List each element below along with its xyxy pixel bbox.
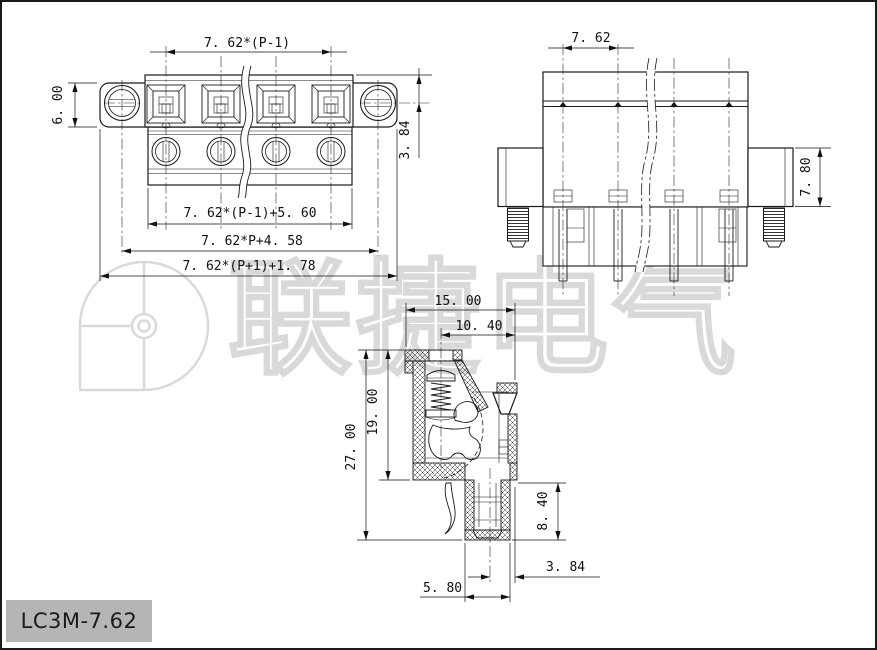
- threaded-studs: [507, 207, 785, 248]
- rear-dimensions: 7. 62 7. 80: [548, 31, 831, 207]
- model-number: LC3M-7.62: [20, 609, 138, 633]
- pin-socket: [474, 483, 501, 527]
- dim-inner-width: 10. 40: [456, 319, 503, 334]
- centerlines: [562, 44, 730, 296]
- break-line: [237, 65, 254, 199]
- wire-clamp-contact: [428, 397, 484, 535]
- section-view: 15. 00 10. 40 19. 00 27. 00 8. 40: [344, 294, 600, 602]
- section-dimensions: 15. 00 10. 40 19. 00 27. 00 8. 40: [344, 294, 600, 602]
- dim-pin-to-edge: 3. 84: [546, 560, 585, 575]
- dim-flange-height: 7. 80: [799, 157, 814, 196]
- front-view: 7. 62*(P-1) 6. 00 3. 84 7. 62*(P-1)+5. 6…: [51, 36, 432, 281]
- wire-clamp-screws: [151, 137, 346, 166]
- dim-ear-height: 6. 00: [51, 85, 66, 124]
- dim-body-length: 7. 62*(P-1)+5. 60: [183, 206, 316, 221]
- solder-pins: [558, 209, 734, 282]
- dim-overall-length: 7. 62*(P+1)+1. 78: [182, 259, 315, 274]
- dim-leg-width: 5. 80: [423, 581, 462, 596]
- dim-body-height: 19. 00: [366, 389, 381, 436]
- dim-top-offset: 3. 84: [398, 120, 413, 159]
- title-block: LC3M-7.62: [6, 600, 152, 642]
- dim-overall-width: 15. 00: [435, 294, 482, 309]
- rear-view: 7. 62 7. 80: [497, 31, 831, 296]
- centerlines: [104, 46, 432, 256]
- break-line: [634, 57, 658, 273]
- front-dimensions: 7. 62*(P-1) 6. 00 3. 84 7. 62*(P-1)+5. 6…: [51, 36, 432, 281]
- dim-pitch: 7. 62: [571, 31, 610, 46]
- dim-pitch-span: 7. 62*(P-1): [204, 36, 290, 51]
- watermark-logo: [78, 260, 210, 392]
- dim-mount-span: 7. 62*P+4. 58: [201, 234, 303, 249]
- dim-leg-height: 8. 40: [536, 491, 551, 530]
- wire-funnel: [492, 392, 518, 415]
- watermark-text: 联捷电气: [227, 248, 741, 392]
- dim-overall-height: 27. 00: [344, 424, 359, 471]
- release-prong: [444, 482, 456, 535]
